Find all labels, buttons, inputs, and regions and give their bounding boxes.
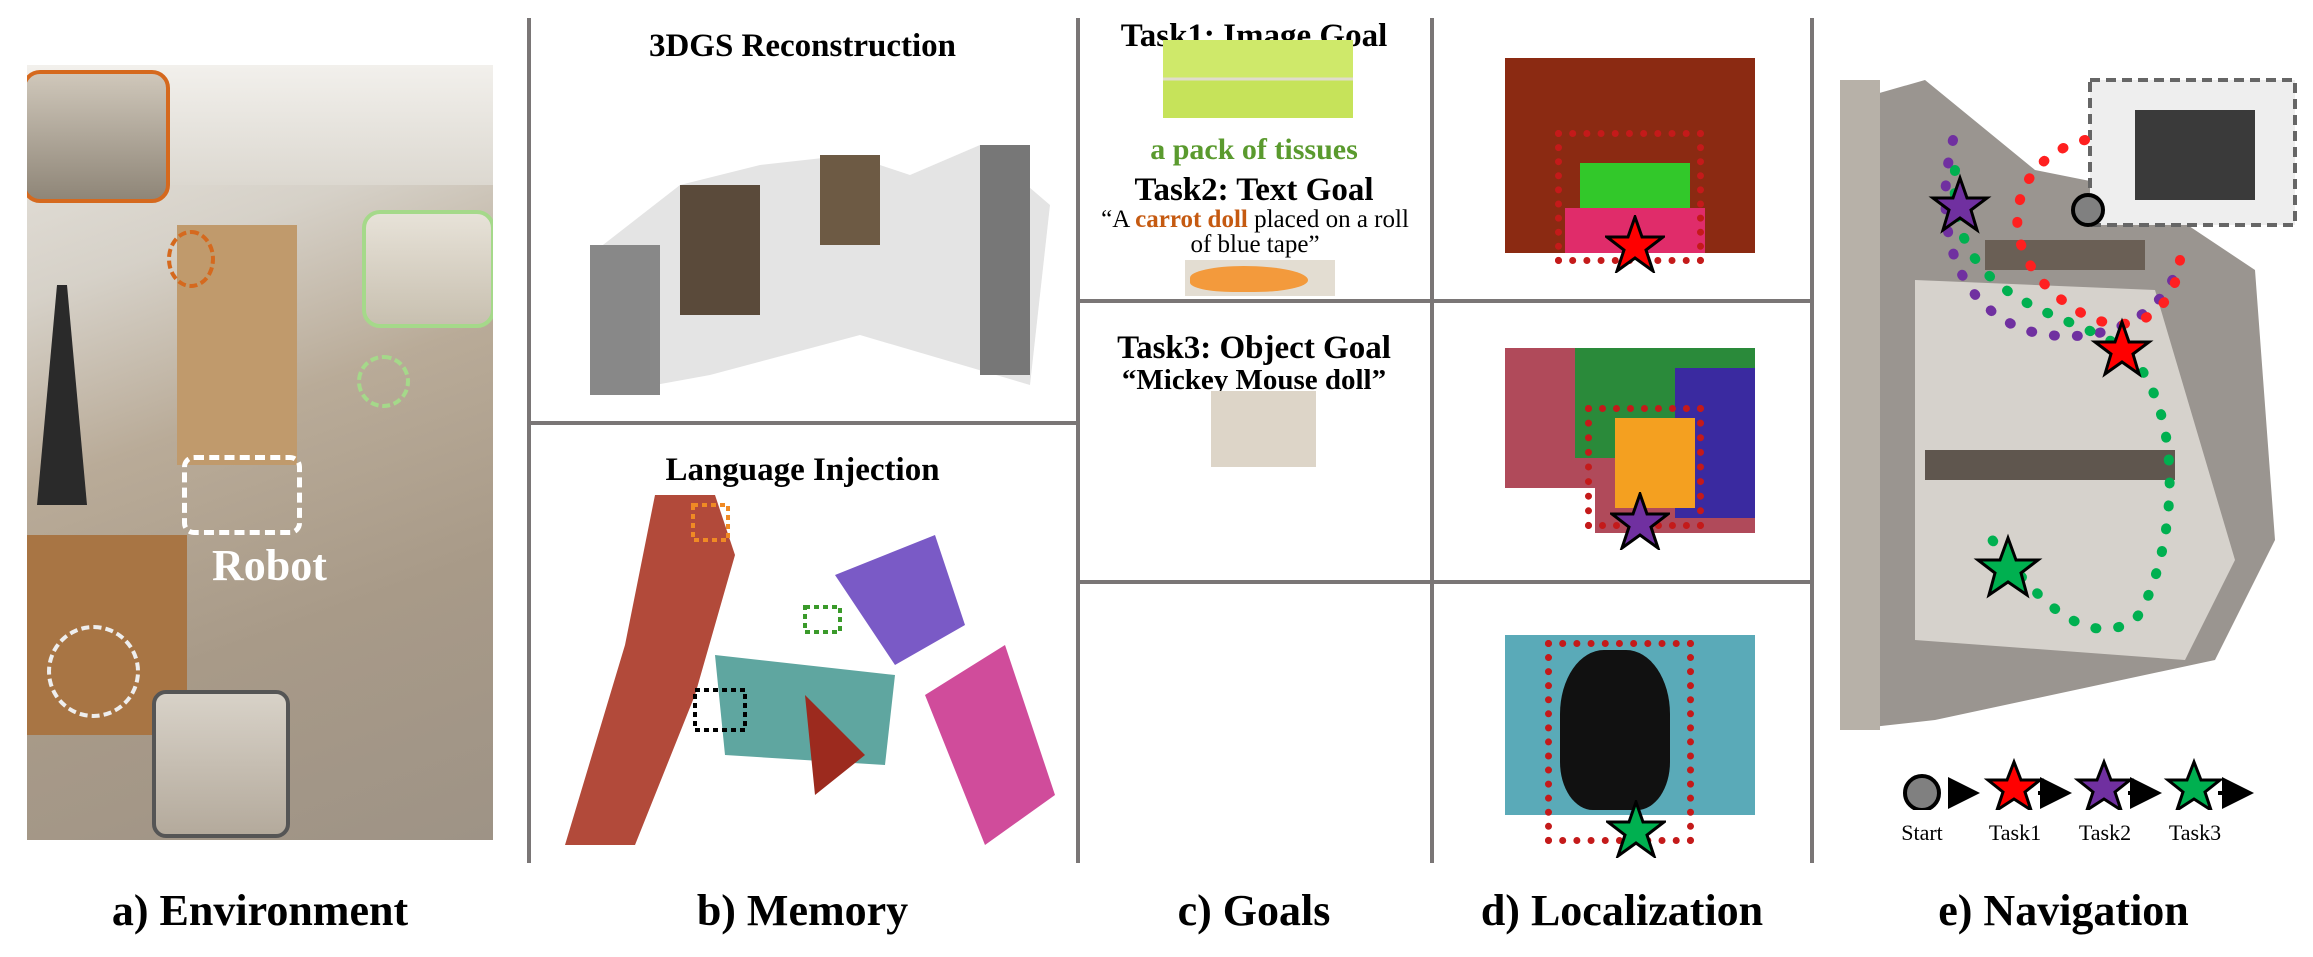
mickey-mask	[1560, 650, 1670, 810]
legend-task1-star	[1983, 757, 2045, 810]
legend-task1-label: Task1	[1988, 820, 2042, 845]
carrot-mask	[1615, 418, 1695, 508]
carrot-zoom-inset	[27, 70, 170, 203]
caption-goals: c) Goals	[1177, 886, 1331, 935]
environment-photo: Robot	[27, 65, 493, 840]
carrot-circle	[167, 230, 215, 288]
divider	[1078, 299, 1812, 303]
task2-star-icon	[1610, 492, 1670, 550]
robot-label: Robot	[212, 541, 327, 590]
reconstruction-title: 3DGS Reconstruction	[648, 28, 957, 64]
carrot-shape	[1190, 266, 1308, 292]
divider	[529, 421, 1076, 425]
carrot-doll-image	[1185, 260, 1335, 296]
legend-task3-star	[2163, 757, 2225, 810]
mickey-image	[1211, 391, 1316, 467]
legend-task2-star	[2073, 757, 2135, 810]
task2-title: Task2: Text Goal	[1134, 172, 1374, 208]
task2-description: “A carrot doll placed on a roll of blue …	[1098, 207, 1412, 257]
task2-quote-rest: placed on a roll of blue tape”	[1190, 206, 1409, 258]
task3-star-icon	[1606, 800, 1666, 858]
localization-box-3	[1545, 640, 1694, 844]
language-injection-title: Language Injection	[665, 452, 940, 488]
task3-nav-star	[1973, 533, 2043, 599]
legend-start-label: Start	[1901, 820, 1943, 845]
language-injection-image	[565, 495, 1055, 845]
localization-map-1	[1505, 58, 1755, 253]
navigation-legend: Start Task1 Task2 Task3	[1890, 750, 2290, 860]
caption-environment: a) Environment	[111, 886, 409, 935]
caption-navigation: e) Navigation	[1938, 886, 2189, 935]
divider	[1810, 18, 1814, 863]
caption-localization: d) Localization	[1480, 886, 1764, 935]
task1-nav-star	[2090, 317, 2154, 378]
divider	[1078, 580, 1812, 584]
mickey-zoom-inset	[152, 690, 290, 838]
mickey-circle	[47, 625, 140, 718]
task2-nav-star	[1928, 173, 1992, 234]
background-white	[1505, 488, 1595, 533]
start-marker	[2071, 193, 2105, 227]
divider	[1430, 18, 1434, 863]
caption-memory: b) Memory	[696, 886, 909, 935]
robot-box	[182, 455, 302, 535]
localization-map-2	[1505, 348, 1755, 533]
tissue-zoom-inset	[362, 210, 493, 328]
divider	[527, 18, 531, 863]
task1-star-icon	[1605, 215, 1665, 273]
legend-task3-label: Task3	[2168, 820, 2222, 845]
task2-highlight: carrot doll	[1135, 206, 1248, 233]
legend-task2-label: Task2	[2078, 820, 2132, 845]
task3-description: “Mickey Mouse doll”	[1121, 364, 1387, 396]
legend-start-marker	[1903, 774, 1941, 810]
3dgs-reconstruction-image	[590, 145, 1050, 395]
divider	[1076, 18, 1080, 863]
tissue-circle	[357, 355, 410, 408]
task1-description: a pack of tissues	[1150, 133, 1358, 166]
traffic-cone	[37, 285, 87, 505]
navigation-map	[1840, 78, 2297, 730]
legend-graphic	[1903, 757, 2254, 810]
task3-title: Task3: Object Goal	[1117, 330, 1391, 366]
task2-quote-open: “A	[1101, 206, 1136, 233]
tissue-image	[1163, 40, 1353, 118]
